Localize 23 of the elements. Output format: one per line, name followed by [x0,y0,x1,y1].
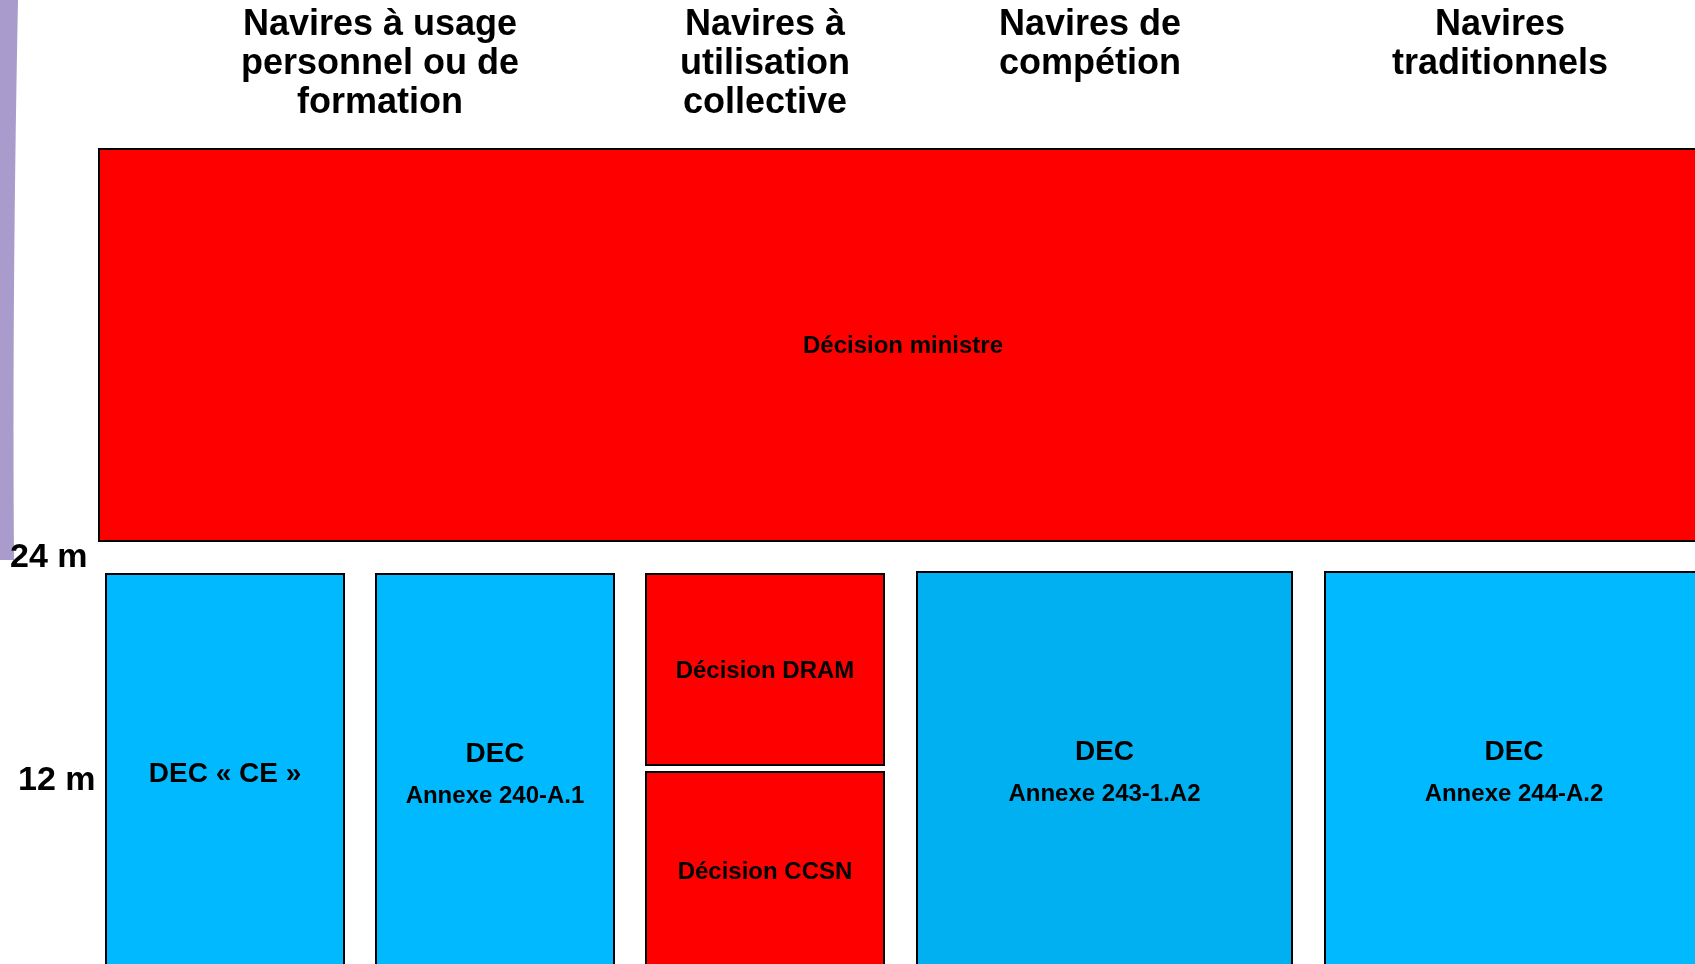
decision-box [98,148,1695,542]
column-header: Navires traditionnels [1391,4,1609,82]
box-title: DEC [1484,735,1544,767]
decision-box [916,571,1293,964]
annex-reference: Annexe 244-A.2 [1424,779,1604,807]
annex-reference: Annexe 243-1.A2 [1008,779,1201,807]
column-header: Navires à utilisation collective [679,4,851,121]
box-title: Décision CCSN [677,857,853,885]
box-title: Décision ministre [802,331,1004,359]
decision-box [1324,571,1695,964]
box-title: Décision DRAM [675,655,855,684]
column-header: Navires à usage personnel ou de formation [239,4,520,121]
decision-box [645,573,885,766]
column-header: Navires de compétion [997,4,1183,82]
annex-reference: Annexe 240-A.1 [405,781,585,809]
box-title: DEC [1074,735,1135,767]
decision-box [105,573,345,964]
decision-box [375,573,615,964]
height-label: 12 m [18,760,96,797]
box-title: DEC « CE » [148,757,302,789]
box-title: DEC [465,737,525,769]
decision-box [645,771,885,964]
height-label: 24 m [10,537,88,574]
